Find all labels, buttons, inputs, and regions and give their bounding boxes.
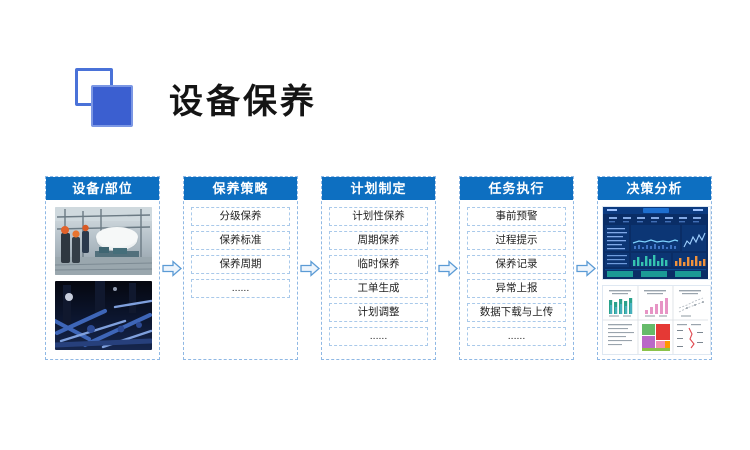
right-block-arrow-icon <box>575 259 596 277</box>
column-plan-formulation: 计划制定 计划性保养 周期保养 临时保养 工单生成 计划调整 ...... <box>321 176 436 360</box>
item-maintenance-record: 保养记录 <box>467 255 566 274</box>
item-abnormal-report: 异常上报 <box>467 279 566 298</box>
item-list: 分级保养 保养标准 保养周期 ...... <box>184 200 297 298</box>
item-periodic-maintenance: 周期保养 <box>329 231 428 250</box>
item-maintenance-cycle: 保养周期 <box>191 255 290 274</box>
equipment-photos <box>46 200 159 350</box>
item-plan-adjustment: 计划调整 <box>329 303 428 322</box>
column-equipment-parts: 设备/部位 <box>45 176 160 360</box>
item-data-download-upload: 数据下载与上传 <box>467 303 566 322</box>
column-header: 保养策略 <box>184 177 297 200</box>
item-list: 计划性保养 周期保养 临时保养 工单生成 计划调整 ...... <box>322 200 435 346</box>
flow-arrow-3 <box>436 176 459 360</box>
bi-dashboard-dark-screenshot <box>602 206 711 280</box>
item-ellipsis: ...... <box>467 327 566 346</box>
report-charts-grid-screenshot <box>602 285 711 355</box>
right-block-arrow-icon <box>437 259 458 277</box>
column-header: 计划制定 <box>322 177 435 200</box>
night-blue-piping-photo <box>55 281 152 350</box>
column-header: 任务执行 <box>460 177 573 200</box>
maintenance-flow-diagram: 设备/部位 <box>45 176 712 360</box>
column-task-execution: 任务执行 事前预警 过程提示 保养记录 异常上报 数据下载与上传 ...... <box>459 176 574 360</box>
item-maintenance-standard: 保养标准 <box>191 231 290 250</box>
flow-arrow-4 <box>574 176 597 360</box>
item-list: 事前预警 过程提示 保养记录 异常上报 数据下载与上传 ...... <box>460 200 573 346</box>
flow-arrow-2 <box>298 176 321 360</box>
analysis-screenshots <box>598 200 711 355</box>
column-maintenance-strategy: 保养策略 分级保养 保养标准 保养周期 ...... <box>183 176 298 360</box>
two-overlapping-squares-logo <box>75 66 135 128</box>
column-decision-analysis: 决策分析 <box>597 176 712 360</box>
right-block-arrow-icon <box>299 259 320 277</box>
item-work-order-generation: 工单生成 <box>329 279 428 298</box>
item-ellipsis: ...... <box>329 327 428 346</box>
item-temporary-maintenance: 临时保养 <box>329 255 428 274</box>
page-title: 设备保养 <box>169 83 317 121</box>
item-process-prompt: 过程提示 <box>467 231 566 250</box>
logo-filled-square <box>91 85 133 127</box>
item-planned-maintenance: 计划性保养 <box>329 207 428 226</box>
item-graded-maintenance: 分级保养 <box>191 207 290 226</box>
column-header: 设备/部位 <box>46 177 159 200</box>
item-advance-warning: 事前预警 <box>467 207 566 226</box>
item-ellipsis: ...... <box>191 279 290 298</box>
right-block-arrow-icon <box>161 259 182 277</box>
column-header: 决策分析 <box>598 177 711 200</box>
industrial-plant-workers-photo <box>55 207 152 275</box>
flow-arrow-1 <box>160 176 183 360</box>
